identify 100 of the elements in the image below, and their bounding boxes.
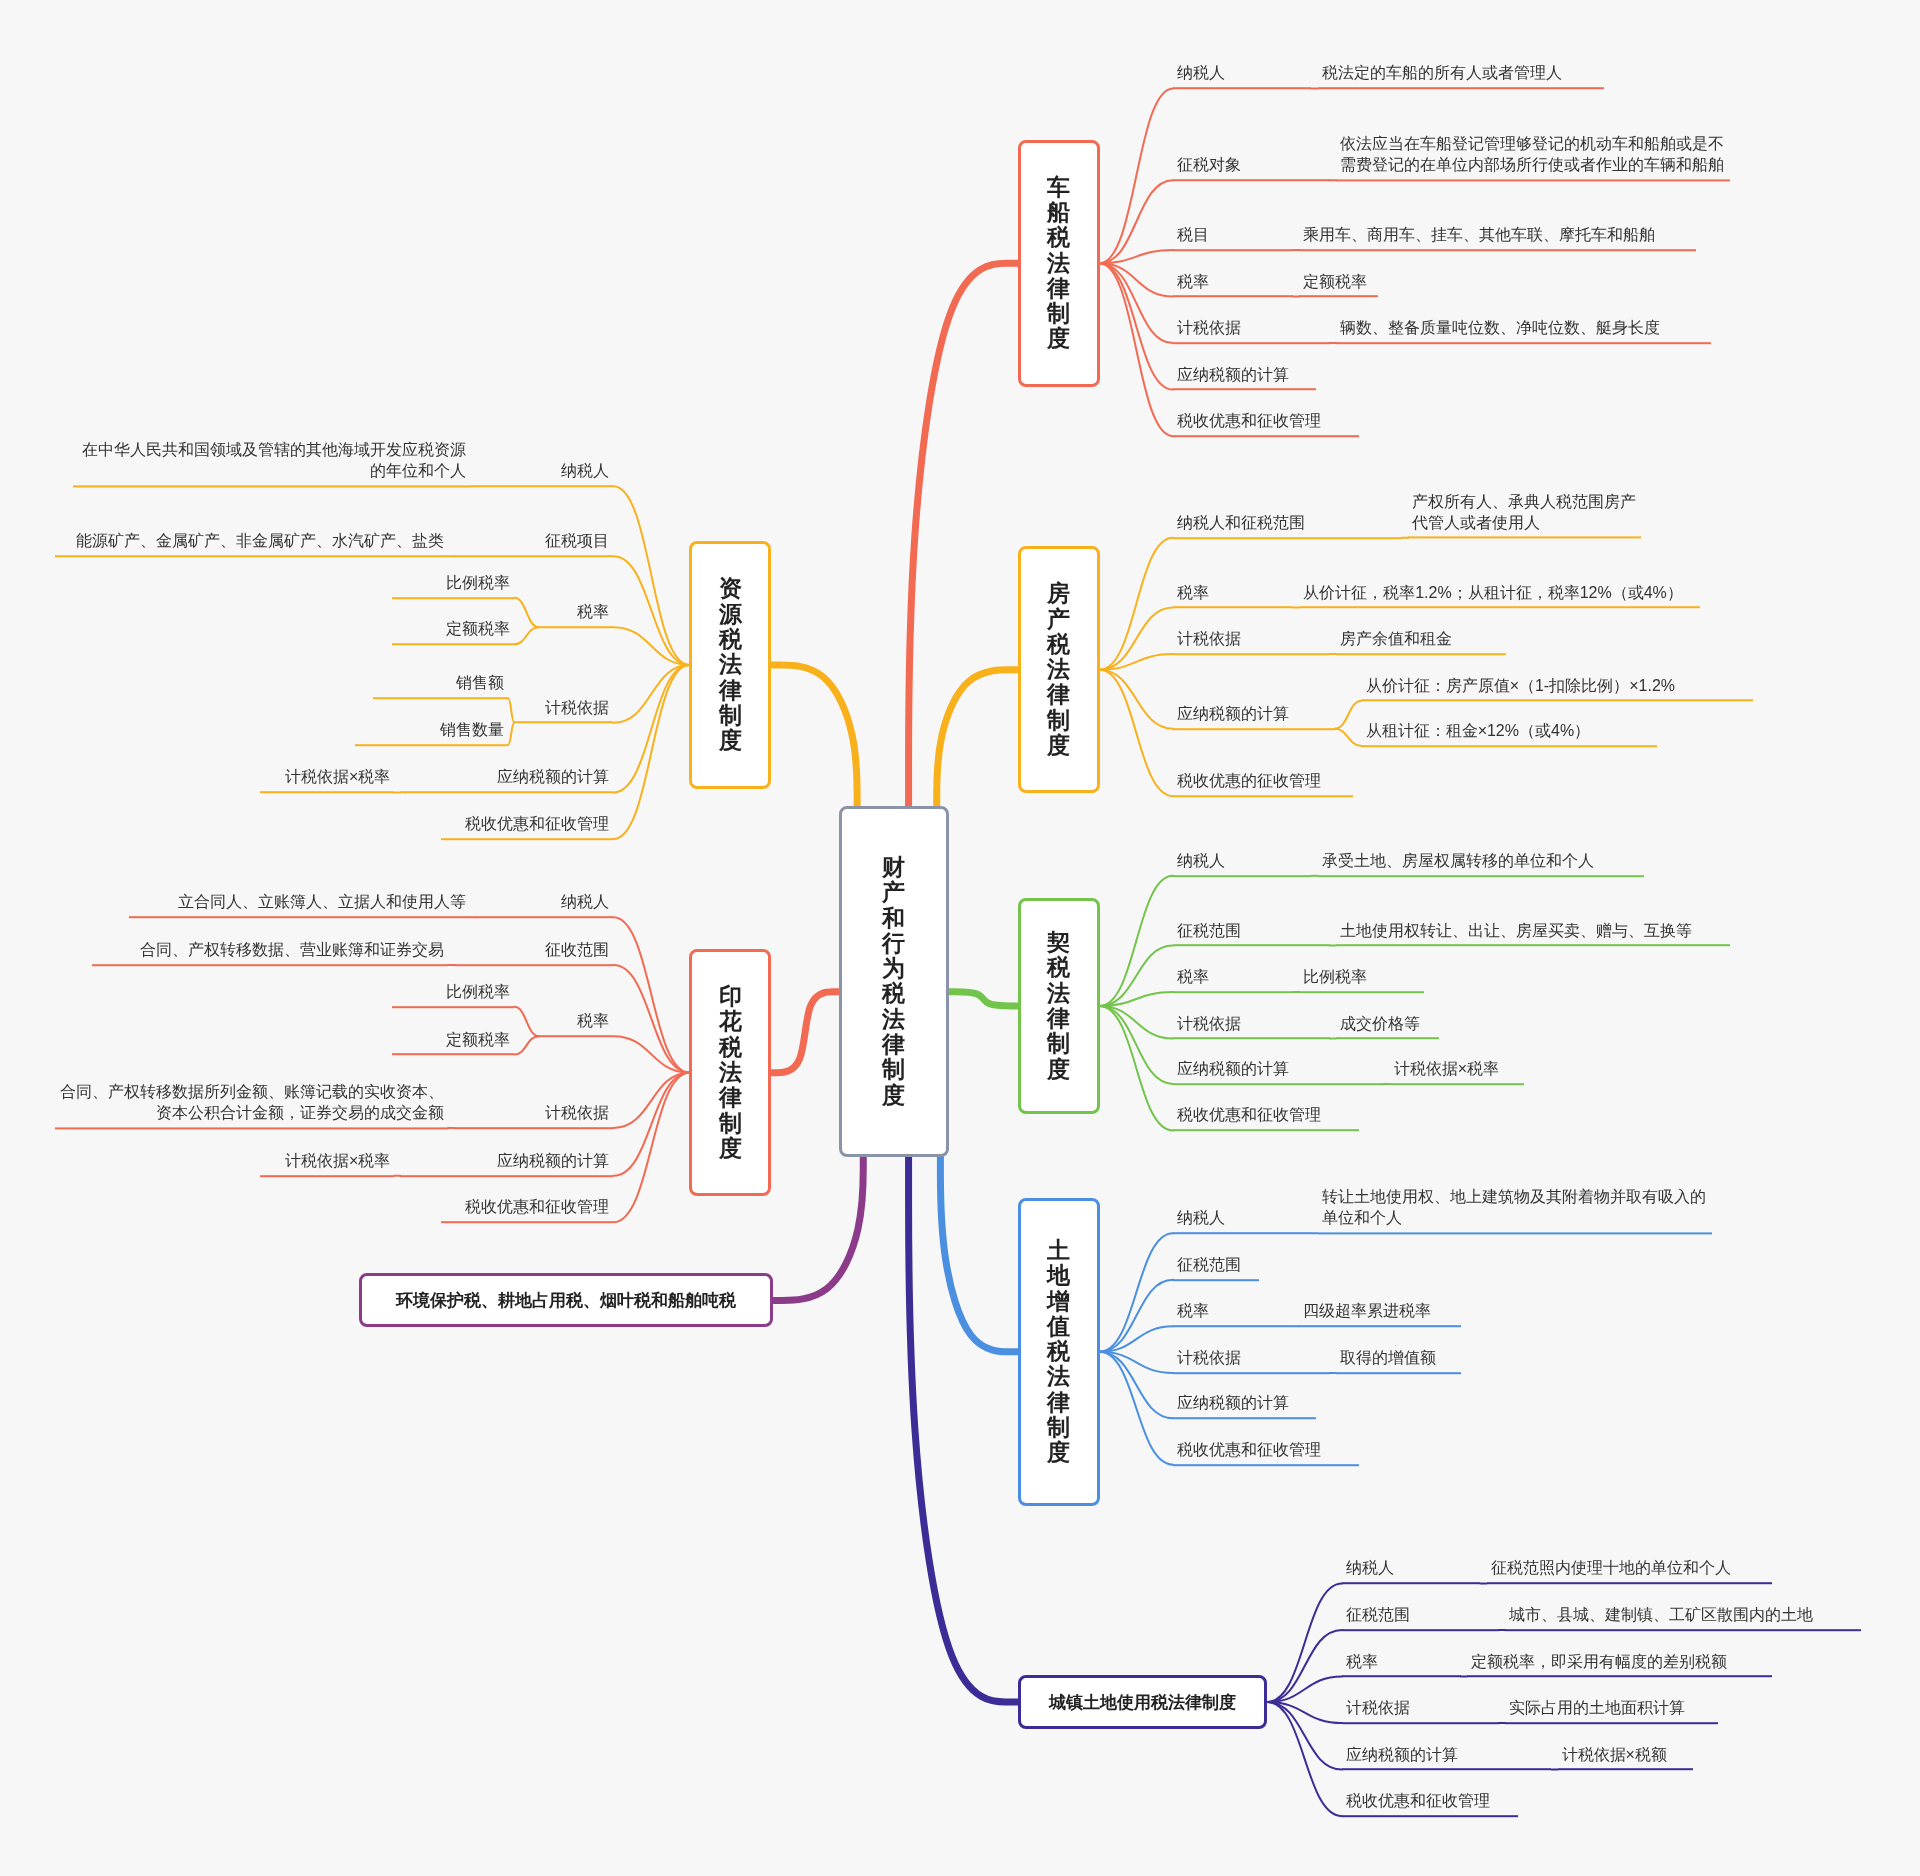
subtopic-label: 计税依据 xyxy=(1173,1348,1330,1374)
topic-text: 资源税法律制度 xyxy=(718,576,742,754)
subtopic-label: 定额税率 xyxy=(391,1029,515,1056)
branch-topic-box xyxy=(1017,897,1100,1115)
subtopic-label: 税收优惠和征收管理 xyxy=(1173,1439,1360,1466)
connector-line xyxy=(513,1035,540,1056)
subtopic-label: 应纳税额的计算 xyxy=(1173,1393,1317,1420)
branch-topic-box xyxy=(689,541,772,789)
central-topic-box xyxy=(838,805,949,1158)
subtopic-label: 税率 xyxy=(1173,271,1294,298)
subtopic-label: 合同、产权转移数据所列金额、账簿记载的实收资本、资本公积合计金额，证券交易的成交金额 xyxy=(55,1082,449,1129)
connector-line xyxy=(1292,249,1301,251)
subtopic-label: 应纳税额的计算 xyxy=(1173,1059,1384,1085)
subtopic-label: 成交价格等 xyxy=(1335,1013,1439,1040)
connector-line xyxy=(1328,1371,1337,1374)
topic-text: 城镇土地使用税法律制度 xyxy=(1048,1691,1236,1714)
subtopic-label: 纳税人 xyxy=(1173,1208,1312,1235)
topic-text: 财产和行为税法律制度 xyxy=(882,854,906,1108)
subtopic-label: 比例税率 xyxy=(1299,967,1425,994)
subtopic-label: 应纳税额的计算 xyxy=(1173,704,1335,730)
subtopic-label: 纳税人 xyxy=(1173,850,1312,877)
subtopic-label: 征税对象 xyxy=(1173,155,1330,182)
subtopic-label: 税率 xyxy=(1173,1301,1294,1328)
subtopic-label: 土地使用权转让、出让、房屋买卖、赠与、互换等 xyxy=(1335,920,1731,947)
subtopic-label: 税率 xyxy=(538,602,614,629)
subtopic-label: 纳税人 xyxy=(1342,1558,1481,1585)
connector-line xyxy=(1292,606,1301,609)
topic-text: 房产税法律制度 xyxy=(1047,581,1071,759)
connector-line xyxy=(612,663,691,840)
connector-line xyxy=(1328,342,1337,345)
connector-line xyxy=(1292,991,1301,994)
subtopic-label: 应纳税额的计算 xyxy=(400,767,614,794)
connector-line xyxy=(447,555,456,558)
connector-line xyxy=(1382,1082,1391,1085)
subtopic-label: 税收优惠的征收管理 xyxy=(1173,771,1354,798)
subtopic-label: 定额税率，即采用有幅度的差别税额 xyxy=(1466,1651,1772,1678)
subtopic-label: 征收范围 xyxy=(454,940,614,967)
subtopic-label: 征税范照内使理十地的单位和个人 xyxy=(1486,1558,1772,1585)
branch-topic-box xyxy=(358,1273,773,1328)
subtopic-label: 纳税人和征税范围 xyxy=(1173,512,1402,539)
connector-line xyxy=(1310,1232,1319,1235)
subtopic-label: 辆数、整备质量吨位数、净吨位数、艇身长度 xyxy=(1335,318,1711,345)
subtopic-label: 应纳税额的计算 xyxy=(1342,1744,1552,1771)
connector-line xyxy=(393,1174,402,1177)
connector-line xyxy=(1497,1629,1506,1631)
subtopic-label: 纳税人 xyxy=(476,461,614,488)
subtopic-label: 立合同人、立账簿人、立据人和使用人等 xyxy=(128,892,471,919)
topic-text: 车船税法律制度 xyxy=(1047,174,1071,352)
subtopic-label: 计税依据×税率 xyxy=(259,1150,395,1177)
connector-line xyxy=(1098,262,1175,391)
connector-line xyxy=(513,626,540,646)
subtopic-label: 销售数量 xyxy=(355,719,509,746)
subtopic-label: 从价计征：房产原值×（1-扣除比例）×1.2% xyxy=(1361,675,1754,702)
branch-topic-box xyxy=(689,948,772,1197)
connector-line xyxy=(1098,262,1175,438)
connector-line xyxy=(507,697,516,724)
connector-line xyxy=(1550,1768,1559,1771)
subtopic-label: 定额税率 xyxy=(1299,271,1378,298)
subtopic-label: 房产余值和租金 xyxy=(1335,629,1507,656)
subtopic-label: 销售额 xyxy=(373,673,509,700)
connector-line xyxy=(1310,874,1319,877)
subtopic-label: 计税依据 xyxy=(1173,318,1330,345)
subtopic-label: 取得的增值额 xyxy=(1335,1348,1461,1374)
connector-line xyxy=(1401,536,1410,539)
connector-line xyxy=(513,596,540,629)
subtopic-label: 税收优惠和征收管理 xyxy=(1173,1105,1360,1132)
connector-line xyxy=(1328,944,1337,947)
subtopic-label: 税收优惠和征收管理 xyxy=(1173,411,1360,438)
subtopic-label: 计税依据×税率 xyxy=(259,767,395,794)
subtopic-label: 计税依据 xyxy=(1342,1698,1499,1725)
subtopic-label: 计税依据 xyxy=(1173,629,1330,656)
subtopic-label: 征税范围 xyxy=(1173,1255,1259,1281)
subtopic-label: 税目 xyxy=(1173,225,1294,251)
subtopic-label: 从价计征，税率1.2%；从租计征，税率12%（或4%） xyxy=(1299,582,1700,609)
subtopic-label: 能源矿产、金属矿产、非金属矿产、水汽矿产、盐类 xyxy=(55,531,449,558)
connector-line xyxy=(1459,1675,1468,1678)
subtopic-label: 比例税率 xyxy=(391,981,515,1008)
topic-text: 印花税法律制度 xyxy=(718,984,742,1162)
subtopic-label: 计税依据×税额 xyxy=(1557,1744,1694,1771)
subtopic-label: 比例税率 xyxy=(391,572,515,599)
subtopic-label: 转让土地使用权、地上建筑物及其附着物并取有吸入的单位和个人 xyxy=(1317,1187,1712,1235)
connector-line xyxy=(1328,1037,1337,1040)
connector-line xyxy=(513,1005,540,1038)
subtopic-label: 产权所有人、承典人税范围房产代管人或者使用人 xyxy=(1408,492,1641,539)
subtopic-label: 城市、县城、建制镇、工矿区散围内的土地 xyxy=(1504,1605,1862,1631)
topic-text: 环境保护税、耕地占用税、烟叶税和船舶吨税 xyxy=(395,1289,736,1312)
subtopic-label: 从租计征：租金×12%（或4%） xyxy=(1361,721,1657,747)
branch-topic-box xyxy=(1017,1197,1100,1507)
connector-line xyxy=(1292,1325,1301,1328)
subtopic-label: 四级超率累进税率 xyxy=(1299,1301,1461,1328)
branch-topic-box xyxy=(1017,546,1100,794)
branch-topic-box xyxy=(1017,1675,1268,1729)
connector-line xyxy=(507,721,516,746)
connector-line xyxy=(1310,87,1319,90)
subtopic-label: 税收优惠和征收管理 xyxy=(440,1197,614,1224)
subtopic-label: 纳税人 xyxy=(1173,63,1312,90)
subtopic-label: 应纳税额的计算 xyxy=(400,1150,614,1177)
connector-line xyxy=(1098,1004,1175,1132)
topic-text: 土地增值税法律制度 xyxy=(1047,1238,1071,1466)
subtopic-label: 在中华人民共和国领域及管辖的其他海域开发应税资源的年位和个人 xyxy=(73,440,471,488)
